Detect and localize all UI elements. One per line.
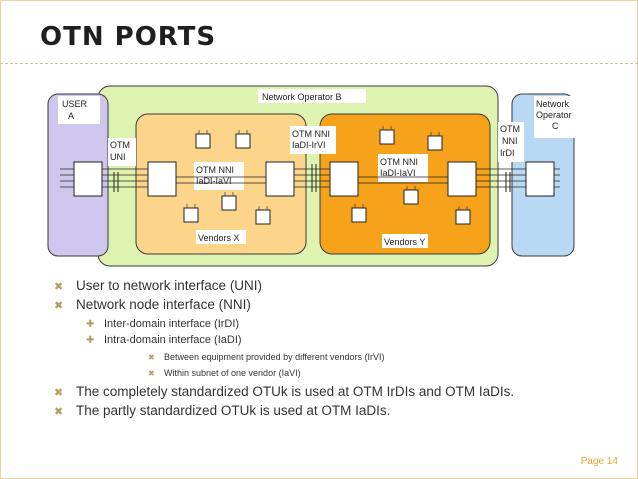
otm-uni-label-line2: UNI (110, 152, 126, 162)
vendor-x-label-box (196, 230, 246, 244)
operator-c-label-box (534, 96, 576, 138)
bullet-x-icon: ✖ (148, 353, 155, 362)
bullet-item: Inter-domain interface (IrDI) (104, 318, 240, 330)
user-a-label-box (58, 96, 100, 124)
vendor-x-network-element-right (265, 161, 295, 197)
operator-b-label: Network Operator B (262, 92, 342, 102)
operator-c-label-line3: C (552, 121, 559, 131)
vendor-y-network-element-left (329, 161, 359, 197)
vendor-y-node (455, 209, 471, 225)
operator-c-network-element (525, 161, 555, 197)
otm-nni-left-label-line1: OTM NNI (196, 165, 234, 175)
vendor-y-node (403, 189, 419, 205)
user-a-label-line1: USER (62, 99, 88, 109)
vendor-y-node (379, 129, 395, 145)
otm-nni-irdi-label-line1: OTM (500, 124, 520, 134)
otm-nni-right-label-line2: IaDI-IaVI (380, 168, 416, 178)
otm-nni-center-label-box (290, 126, 336, 154)
bullet-item: The partly standardized OTUk is used at … (76, 403, 391, 418)
page-title: OTN PORTS (40, 22, 217, 52)
otm-nni-center-label-line1: OTM NNI (292, 129, 330, 139)
otm-nni-irdi-label-line2: NNI (502, 136, 518, 146)
vendor-x-node (255, 209, 271, 225)
user-a-label-line2: A (68, 111, 74, 121)
vendor-x-network-element-left (147, 161, 177, 197)
otm-nni-left-label-line2: IaDI-IaVI (196, 176, 232, 186)
bullet-item: Network node interface (NNI) (76, 297, 251, 312)
bullet-x-icon: ✖ (54, 406, 64, 418)
vendor-y-label: Vendors Y (384, 237, 425, 247)
bullet-item: Intra-domain interface (IaDI) (104, 334, 242, 346)
bullet-plus-icon: ✚ (86, 319, 95, 330)
user-a-network-element (73, 161, 103, 197)
vendor-x-node (195, 133, 211, 149)
bullet-plus-icon: ✚ (86, 335, 95, 346)
vendor-y-label-box (382, 234, 428, 248)
bullet-item: The completely standardized OTUk is used… (76, 384, 515, 399)
otm-nni-irdi-label-box (498, 122, 524, 162)
bullet-item: Within subnet of one vendor (IaVI) (164, 368, 301, 378)
vendor-y-node (351, 207, 367, 223)
operator-c-label-line2: Operator (536, 110, 572, 120)
interface-markers (113, 164, 511, 192)
vendor-x-node (235, 133, 251, 149)
bullet-x-icon: ✖ (54, 281, 64, 293)
vendor-y-node (427, 135, 443, 151)
page-number: Page 14 (580, 456, 618, 467)
bullet-x-icon: ✖ (148, 369, 155, 378)
bullet-item: Between equipment provided by different … (164, 352, 385, 362)
vendor-y-network-element-right (447, 161, 477, 197)
otm-nni-left-label-box (194, 162, 244, 190)
vendor-x-node (183, 207, 199, 223)
vendor-x-node (221, 195, 237, 211)
otm-uni-label-box (108, 138, 136, 166)
otm-nni-right-label-line1: OTM NNI (380, 157, 418, 167)
otm-nni-center-label-line2: IaDI-IrVI (292, 140, 326, 150)
otm-nni-irdi-label-line3: IrDI (500, 148, 515, 158)
bullet-x-icon: ✖ (54, 300, 64, 312)
otm-uni-label-line1: OTM (110, 140, 130, 150)
operator-b-label-box (258, 89, 366, 103)
otn-ports-diagram: Network Operator B USER A Network Operat… (47, 85, 576, 267)
bullet-x-icon: ✖ (54, 387, 64, 399)
vendor-x-label: Vendors X (198, 233, 240, 243)
title-divider (0, 63, 638, 64)
operator-c-label-line1: Network (536, 99, 570, 109)
node-pins (186, 126, 468, 210)
bullet-item: User to network interface (UNI) (76, 278, 263, 293)
